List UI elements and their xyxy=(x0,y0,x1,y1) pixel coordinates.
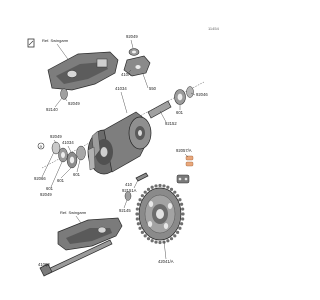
label-92152: 92152 xyxy=(165,121,177,126)
label-92066: 92066 xyxy=(34,176,46,181)
label-92049-left: 92049 xyxy=(68,101,80,106)
label-601-right: 601 xyxy=(176,110,184,115)
right-bearing xyxy=(174,89,186,105)
label-92140: 92140 xyxy=(46,107,58,112)
sprocket-tooth xyxy=(158,240,162,245)
sprocket-tooth xyxy=(135,207,139,211)
label-601-c: 601 xyxy=(73,172,81,177)
label-92145: 92145 xyxy=(119,208,131,213)
label-41034-mid: 41034 xyxy=(62,140,74,145)
sprocket-tooth xyxy=(176,230,180,234)
sprocket-tooth xyxy=(158,183,162,188)
rear-sprocket xyxy=(135,183,185,245)
label-92049-bottom: 92049 xyxy=(40,192,52,197)
sprocket-tooth xyxy=(143,234,147,238)
collar-upper xyxy=(128,48,140,56)
caliper-bracket xyxy=(47,51,119,91)
label-92049-small: 92049 xyxy=(50,134,62,139)
left-collar-upper xyxy=(60,88,68,100)
label-601-a: 601 xyxy=(46,186,54,191)
svg-text:a: a xyxy=(40,144,43,149)
sprocket-tooth xyxy=(169,187,174,191)
sprocket-tooth xyxy=(136,222,140,226)
sprocket-tooth xyxy=(143,190,147,194)
sprocket-tooth xyxy=(136,202,140,206)
spacer-tube xyxy=(147,100,172,119)
ref-swingarm-top: Ref. Swingarm xyxy=(42,38,69,43)
sprocket-tooth xyxy=(140,230,144,234)
sprocket-tooth xyxy=(150,239,154,243)
sprocket-tooth xyxy=(173,190,177,194)
exploded-parts-diagram: 11454 Ref. Swingarm 92049 410A 550 92046 xyxy=(27,26,220,277)
label-42041a: 42041/A xyxy=(158,259,174,264)
chain-adjuster xyxy=(57,217,123,251)
sprocket-tooth xyxy=(140,194,144,198)
sprocket-tooth xyxy=(181,212,185,216)
label-601-b: 601 xyxy=(57,178,65,183)
label-92057a: 92057/A xyxy=(176,148,192,153)
sprocket-tooth xyxy=(146,237,151,241)
sprocket-tooth xyxy=(166,185,170,189)
label-410a: 410A xyxy=(121,72,131,77)
sprocket-tooth xyxy=(154,240,158,244)
label-92049-top: 92049 xyxy=(126,34,138,39)
chain-link xyxy=(176,155,194,184)
sprocket-tooth xyxy=(146,187,151,191)
sprocket-tooth xyxy=(173,234,177,238)
sprocket-tooth xyxy=(181,207,185,211)
sprocket-tooth xyxy=(180,202,184,206)
label-41068: 41068 xyxy=(38,262,50,267)
diagram-code: 11454 xyxy=(208,26,220,31)
ref-swingarm-bottom: Ref. Swingarm xyxy=(60,210,87,215)
rear-hub xyxy=(87,111,152,175)
sprocket-tooth xyxy=(135,212,139,216)
axle xyxy=(39,239,113,277)
sprocket-tooth xyxy=(138,198,142,202)
label-41034-top: 41034 xyxy=(115,86,127,91)
diagram-canvas: 11454 Ref. Swingarm 92049 410A 550 92046 xyxy=(27,26,220,277)
sprocket-tooth xyxy=(180,222,184,226)
label-550: 550 xyxy=(149,86,157,91)
bracket-symbol xyxy=(27,38,35,48)
sprocket-bolts xyxy=(124,172,149,201)
sprocket-tooth xyxy=(178,226,182,230)
sprocket-tooth xyxy=(135,217,139,221)
sprocket-tooth xyxy=(150,185,154,189)
right-seal xyxy=(186,86,194,98)
sprocket-tooth xyxy=(178,198,182,202)
sprocket-tooth xyxy=(138,226,142,230)
sprocket-tooth xyxy=(166,239,170,243)
sprocket-tooth xyxy=(181,217,185,221)
bracket-block xyxy=(123,55,151,77)
left-bearing-stack xyxy=(51,141,86,169)
sprocket-tooth xyxy=(176,194,180,198)
sprocket-tooth xyxy=(154,184,158,188)
sprocket-tooth xyxy=(169,237,174,241)
label-92151a: 92151A xyxy=(122,188,137,193)
label-410: 410 xyxy=(125,182,133,187)
label-92046: 92046 xyxy=(196,92,208,97)
marker-a: a xyxy=(37,142,45,150)
sprocket-tooth xyxy=(162,184,166,188)
